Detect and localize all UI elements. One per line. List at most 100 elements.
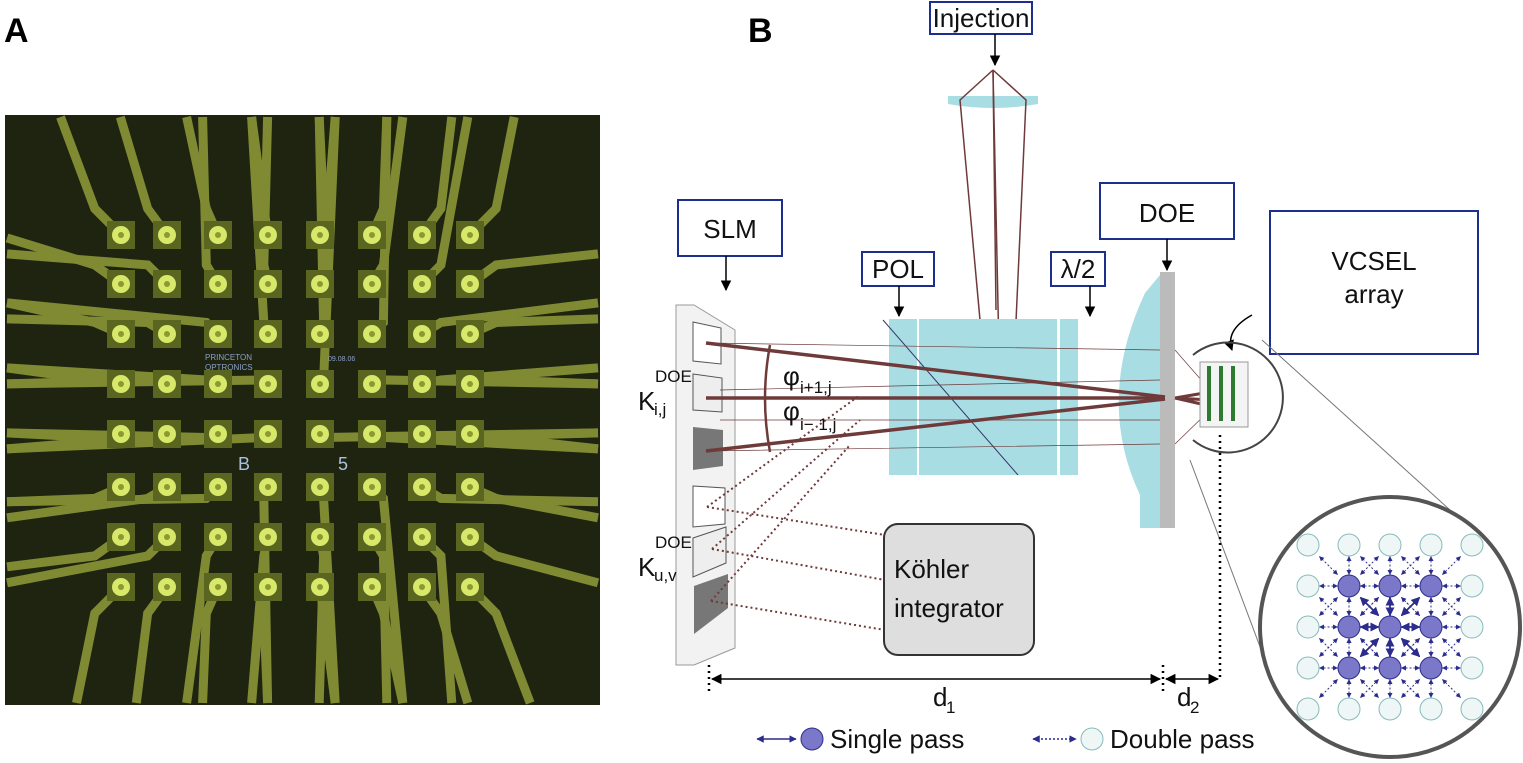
chip-pad-center (118, 484, 124, 490)
slm-panel (675, 304, 736, 666)
lattice-node-empty (1460, 615, 1484, 639)
lattice-node-empty (1460, 533, 1484, 557)
panel-a-label: A (4, 12, 29, 50)
half-wave-box (1050, 251, 1106, 287)
legend-single-pass: Single pass (830, 724, 964, 754)
chip-pad-center (265, 534, 271, 540)
lattice-node-filled (1419, 574, 1443, 598)
slm-label: SLM (703, 214, 756, 244)
chip-pad-center (369, 331, 375, 337)
chip-pad-center (419, 431, 425, 437)
chip-pad-center (265, 232, 271, 238)
doe-element (1160, 272, 1175, 528)
double-pass-link (1401, 597, 1420, 616)
kohler-line-1: Köhler (894, 554, 969, 584)
chip-pad-center (317, 281, 323, 287)
lattice-node-filled (1378, 656, 1402, 680)
doe-kij-top: DOE (655, 367, 692, 386)
chip-pad-center (467, 584, 473, 590)
chip-label-2: OPTRONICS (205, 363, 253, 372)
chip-pad-center (317, 584, 323, 590)
chip-pad-center (369, 281, 375, 287)
chip-pad-center (369, 584, 375, 590)
lattice-node-filled (1378, 615, 1402, 639)
chip-pad-center (118, 281, 124, 287)
half-wave-label: λ/2 (1061, 254, 1096, 284)
chip-pad-center (164, 232, 170, 238)
chip-pad-center (265, 381, 271, 387)
chip-pad-center (265, 584, 271, 590)
chip-pad-center (164, 281, 170, 287)
vcsel-emitters (1207, 366, 1235, 421)
chip-pad-center (467, 431, 473, 437)
vcsel-line-2: array (1344, 279, 1403, 309)
chip-pad-center (215, 534, 221, 540)
lattice-node-empty (1378, 533, 1402, 557)
chip-pad-center (164, 534, 170, 540)
chip-pad-center (118, 331, 124, 337)
chip-pad-center (118, 431, 124, 437)
legend-double-pass: Double pass (1110, 724, 1255, 754)
chip-pad-center (164, 431, 170, 437)
injection-label: Injection (933, 3, 1030, 33)
pol-box (861, 251, 935, 287)
chip-pad-center (215, 331, 221, 337)
lattice-node-filled (1419, 656, 1443, 680)
chip-pad-center (317, 381, 323, 387)
doe-kuv-top: DOE (655, 533, 692, 552)
chip-pad-center (265, 331, 271, 337)
chip-pad-center (265, 281, 271, 287)
chip-label-1: PRINCETON (205, 353, 252, 362)
chip-pad-center (419, 534, 425, 540)
phi-1: φ (783, 361, 800, 391)
doe-label: DOE (1139, 198, 1195, 228)
chip-pad-center (118, 584, 124, 590)
doe-kij-sub: i,j (654, 400, 666, 419)
zoom-line-bottom (1189, 459, 1266, 661)
chip-pad-center (467, 281, 473, 287)
lattice-node-empty (1337, 533, 1361, 557)
kohler-integrator-box (883, 523, 1035, 656)
chip-pad-center (317, 484, 323, 490)
chip-pad-center (265, 484, 271, 490)
double-pass-link (1319, 556, 1338, 575)
kohler-line-2: integrator (894, 593, 1004, 623)
chip-pad-center (317, 331, 323, 337)
chip-pad-center (164, 484, 170, 490)
chip-pad-center (419, 584, 425, 590)
phi-2-sub: i− 1,j (800, 415, 836, 434)
d1-label: d (933, 682, 947, 712)
injection-box (929, 1, 1033, 35)
lattice-node-empty (1419, 697, 1443, 721)
chip-trace (259, 586, 273, 704)
double-pass-link (1401, 679, 1420, 698)
d2-label: d (1177, 682, 1191, 712)
lattice-node-filled (1337, 574, 1361, 598)
double-pass-link (1319, 638, 1338, 657)
double-pass-node (1080, 727, 1104, 751)
zoom-line-top (1261, 339, 1451, 511)
lattice-node-empty (1460, 697, 1484, 721)
panel-b-label: B (748, 12, 773, 50)
chip-pad-center (467, 534, 473, 540)
chip-trace (469, 375, 599, 389)
lattice-node-filled (1378, 574, 1402, 598)
chip-pad-center (118, 232, 124, 238)
chip-pad-center (164, 584, 170, 590)
chip-pad-center (419, 381, 425, 387)
lattice-node-empty (1337, 697, 1361, 721)
phi-1-sub: i+1,j (800, 378, 832, 397)
vcsel-line-1: VCSEL (1331, 246, 1416, 276)
single-pass-link (1359, 596, 1380, 617)
lattice-node-empty (1460, 656, 1484, 680)
pol-label: POL (872, 254, 924, 284)
chip-pad-center (215, 281, 221, 287)
chip-pad-center (419, 331, 425, 337)
double-pass-link (1442, 679, 1461, 698)
lattice-node-empty (1296, 697, 1320, 721)
doe-kuv-k: K (638, 552, 656, 582)
chip-pad-center (164, 331, 170, 337)
chip-pad-center (317, 534, 323, 540)
double-pass-link (1442, 597, 1461, 616)
double-pass-link (1360, 679, 1379, 698)
